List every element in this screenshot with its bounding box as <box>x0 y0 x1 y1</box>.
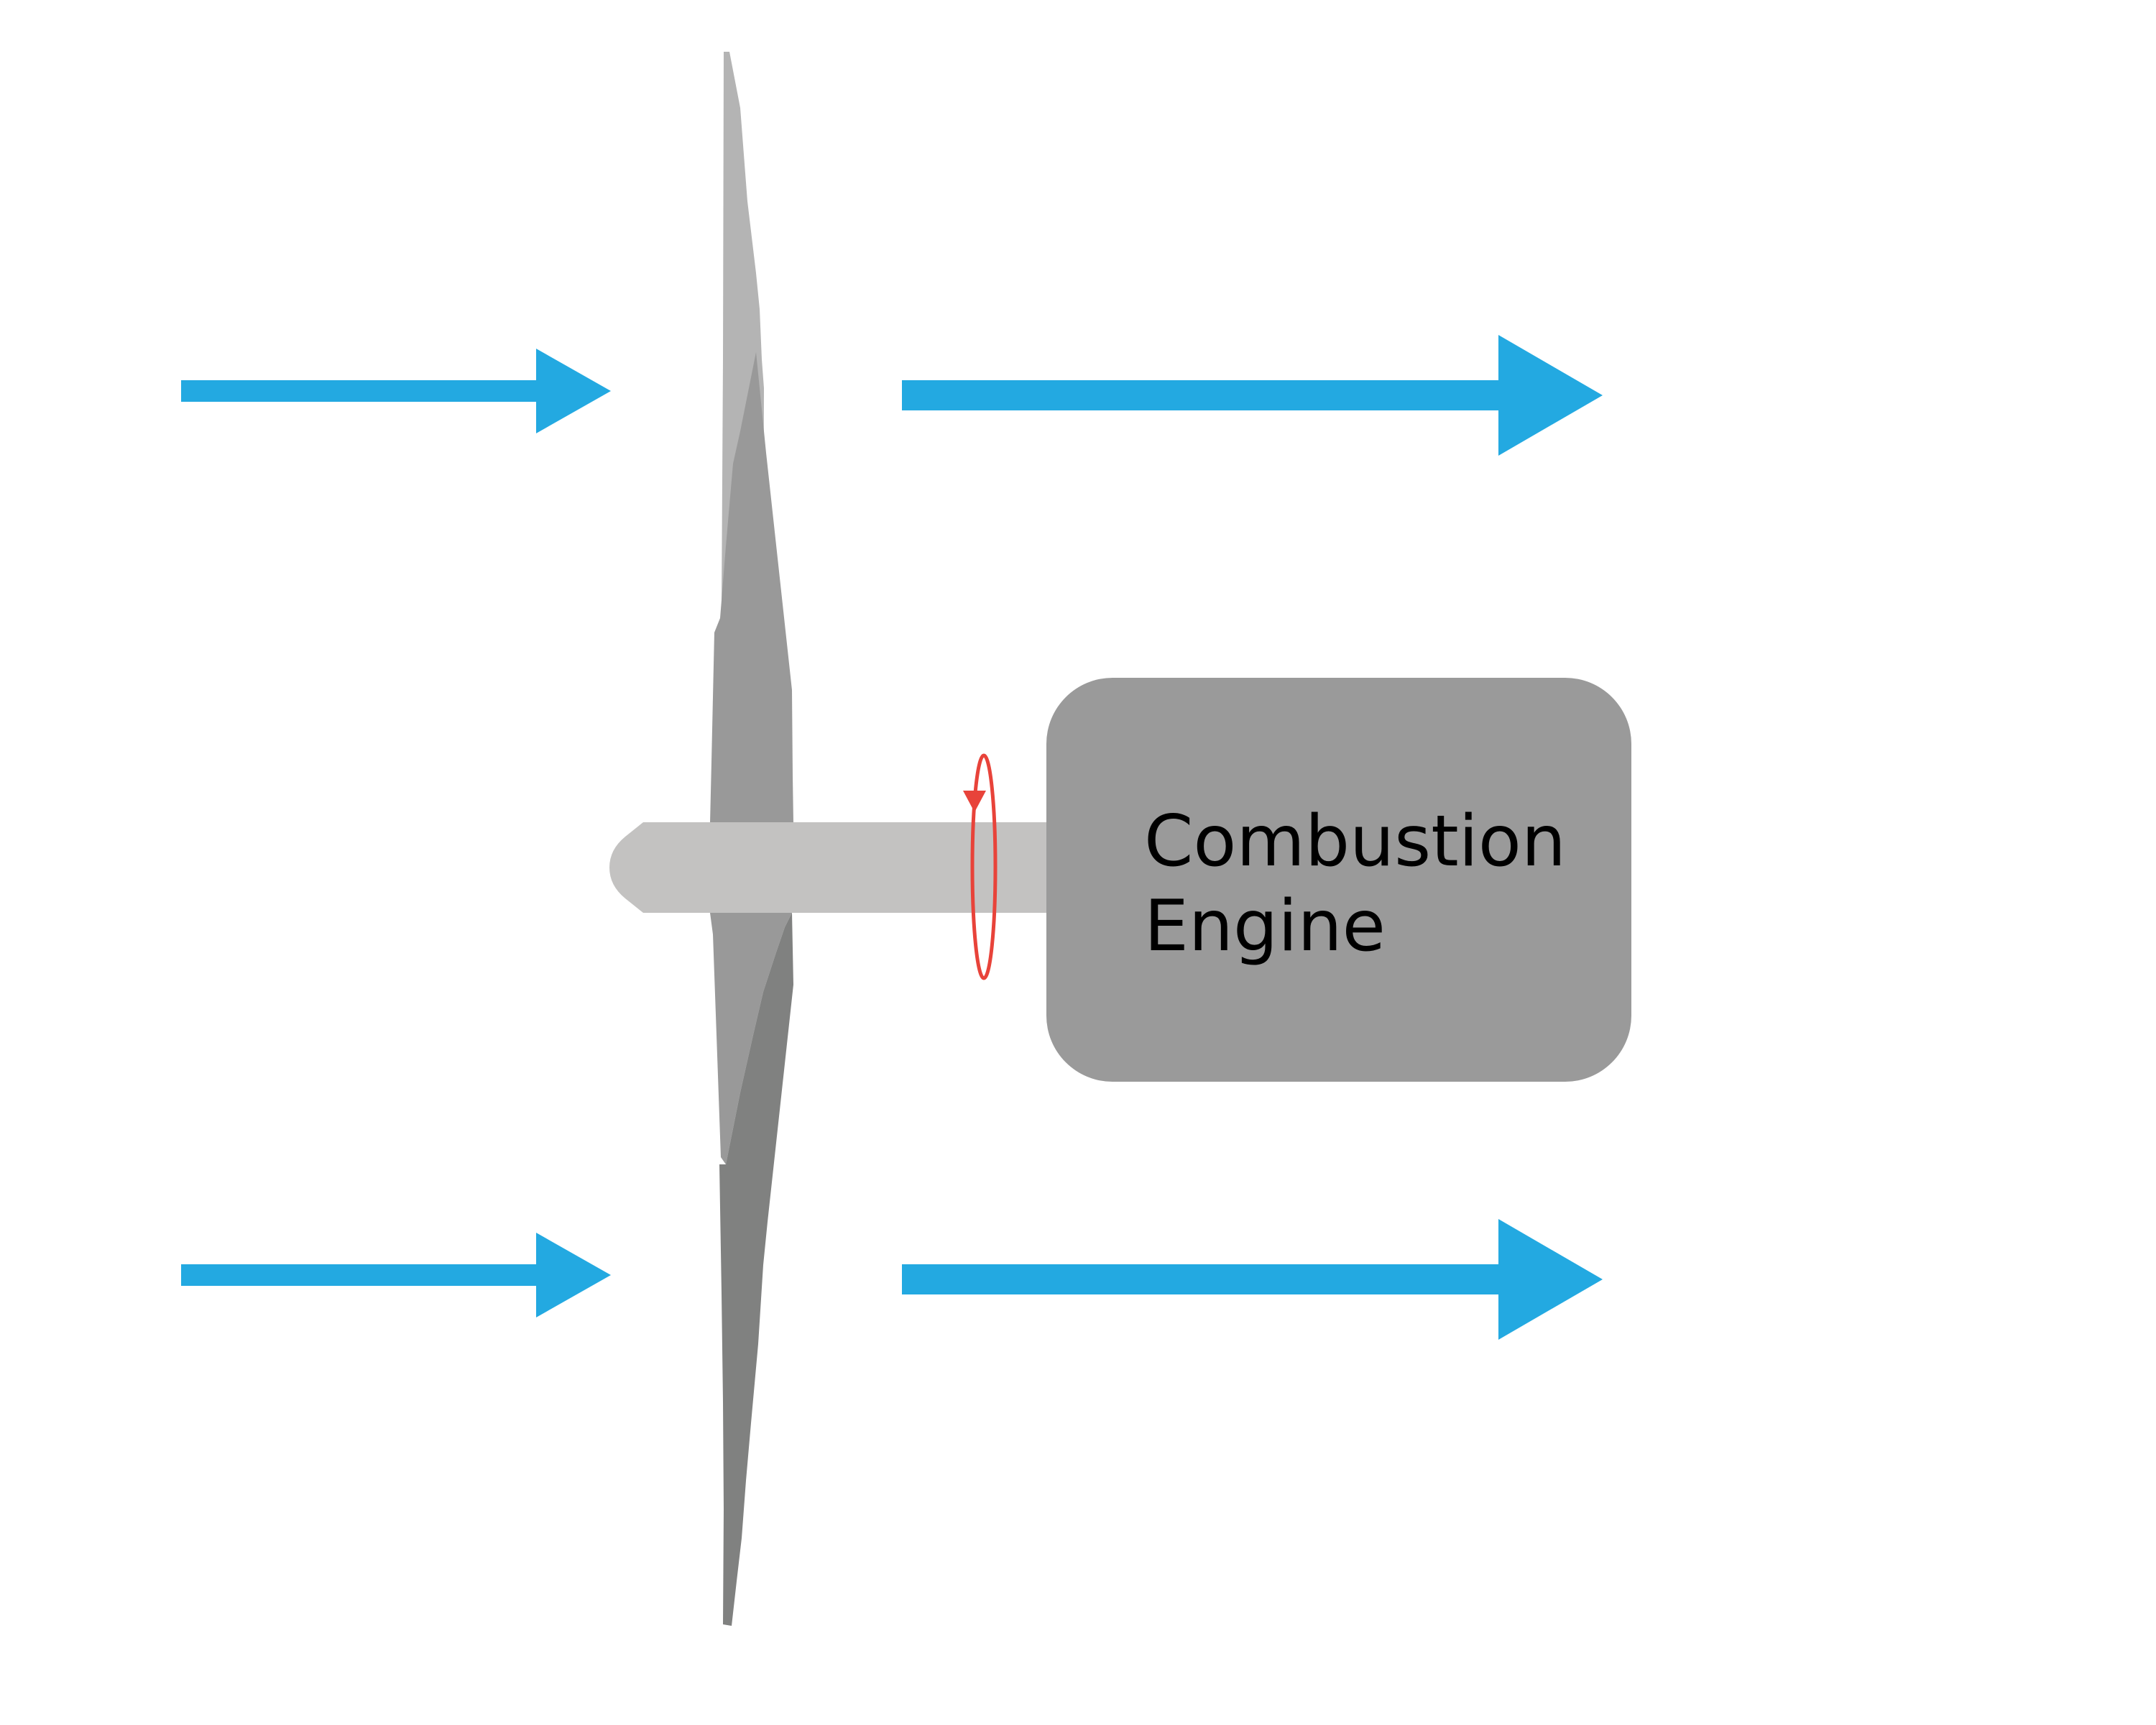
propeller-lower-blade-upper-face <box>710 913 792 1164</box>
outgoing-airflow-arrow-top <box>902 335 1603 456</box>
propeller-upper-blade-face <box>710 352 793 823</box>
incoming-airflow-arrow-bottom <box>181 1233 611 1317</box>
propeller-icon <box>710 52 793 1626</box>
drive-shaft <box>609 822 1049 913</box>
incoming-airflow-arrow-top <box>181 349 611 433</box>
engine-label-line1: Combustion <box>1144 801 1566 883</box>
combustion-engine-block <box>1046 678 1631 1082</box>
propeller-lower-blade-face <box>719 913 793 1626</box>
outgoing-airflow-arrow-bottom <box>902 1219 1603 1340</box>
rotation-arrow-icon <box>963 753 998 980</box>
engine-label-line2: Engine <box>1144 886 1386 967</box>
